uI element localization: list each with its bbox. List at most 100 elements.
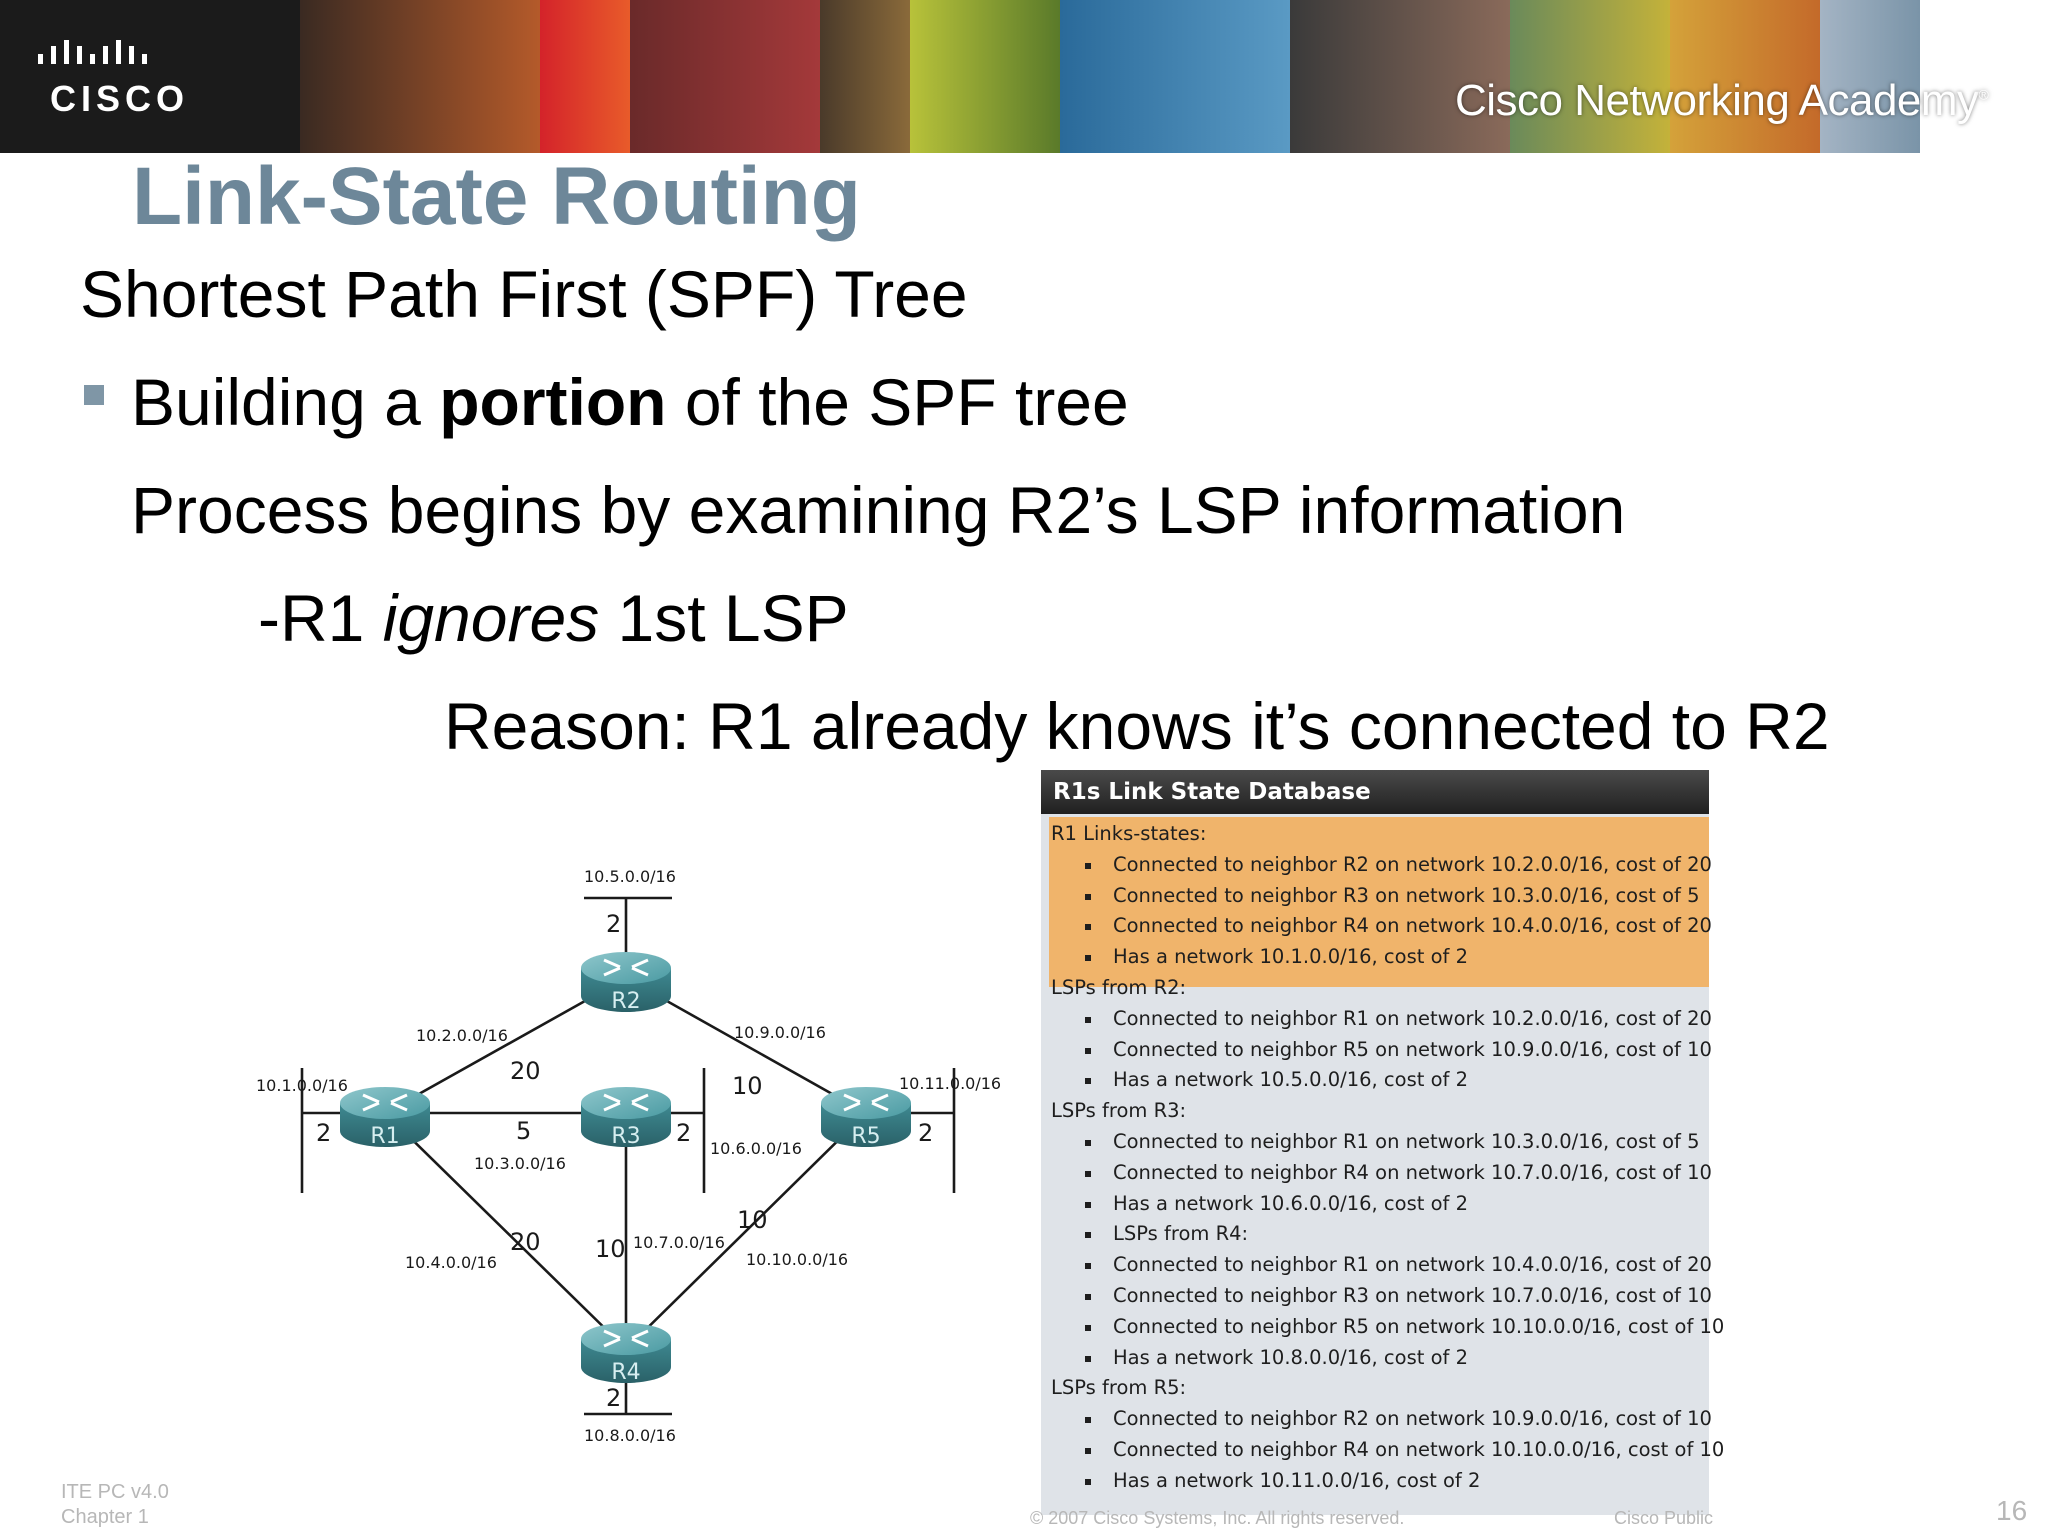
body-line-ignore: -R1 ignores 1st LSP [258,580,849,656]
network-labels: 10.1.0.0/16 10.2.0.0/16 10.3.0.0/16 10.4… [256,867,1001,1445]
banner-photo-strip [540,0,630,153]
bullet-text-pre: Building a [131,365,440,439]
router-r4: R4 [581,1323,671,1385]
cost-labels: 20 5 20 10 10 10 2 2 2 2 2 [316,910,933,1412]
page-number: 16 [1996,1495,2028,1526]
bullet-dot [1085,1417,1091,1424]
router-top [581,952,671,984]
cost-label: 5 [516,1117,531,1145]
banner-photo-strip [1060,0,1290,153]
router-r1: R1 [340,1087,430,1149]
cisco-logo: CISCO [0,0,300,153]
router-top [340,1087,430,1119]
cost-label: 2 [918,1119,933,1147]
database-entry: Connected to neighbor R4 on network 10.4… [1113,914,1712,938]
database-entry: Connected to neighbor R3 on network 10.3… [1113,883,1700,907]
router-arrows-icon [603,1093,649,1112]
bullet-dot [1085,1448,1091,1454]
database-entry: Connected to neighbor R5 on network 10.9… [1113,1037,1712,1061]
network-label: 10.2.0.0/16 [416,1026,508,1045]
router-arrows-icon [362,1093,408,1112]
database-entry: Connected to neighbor R5 on network 10.1… [1113,1314,1725,1338]
bullet-dot [1085,1263,1091,1270]
database-entry: Connected to neighbor R4 on network 10.1… [1113,1438,1725,1461]
bullet-dot [1085,924,1091,931]
footer-chapter: Chapter 1 [61,1506,149,1528]
cost-label: 20 [510,1057,541,1085]
database-entry: Has a network 10.5.0.0/16, cost of 2 [1113,1068,1468,1092]
r1-links-highlight [1049,817,1709,987]
bullet-dot [1085,1201,1091,1208]
bullet-dot [1085,862,1091,869]
bullet-dot [1085,1324,1091,1331]
router-label: R4 [611,1360,640,1385]
router-r3: R3 [581,1087,671,1149]
ignore-pre: -R1 [258,581,383,655]
network-label: 10.11.0.0/16 [899,1074,1001,1093]
network-label: 10.5.0.0/16 [584,867,676,886]
bullet-text-bold: portion [439,365,667,439]
database-entry: Has a network 10.8.0.0/16, cost of 2 [1113,1345,1468,1369]
database-entry: Connected to neighbor R1 on network 10.3… [1113,1130,1700,1153]
cost-label: 10 [595,1235,626,1263]
footer-course: ITE PC v4.0 [61,1481,169,1503]
footer-copyright: © 2007 Cisco Systems, Inc. All rights re… [1030,1508,1405,1528]
cisco-bars-icon [38,40,147,64]
database-entry: Connected to neighbor R2 on network 10.9… [1113,1407,1712,1431]
banner-photo-strip [820,0,910,153]
database-entry: Connected to neighbor R4 on network 10.7… [1113,1160,1712,1184]
database-entry: Has a network 10.6.0.0/16, cost of 2 [1113,1191,1468,1215]
banner-photo-strip [1670,0,1820,153]
bullet-marker [84,385,104,405]
link-state-database: R1s Link State Database R1 Links-states:… [1041,770,1724,1515]
database-entry: LSPs from R4: [1113,1222,1249,1246]
bullet-dot [1085,1294,1091,1300]
router-top [581,1323,671,1355]
slide-subtitle: Shortest Path First (SPF) Tree [80,257,968,331]
router-r2: R2 [581,952,671,1014]
database-section-heading: LSPs from R2: [1051,976,1187,999]
link-r4-r5 [625,1112,867,1350]
router-label: R5 [851,1124,880,1149]
router-top [821,1087,911,1119]
network-label: 10.4.0.0/16 [405,1253,497,1272]
cost-label: 2 [676,1119,691,1147]
network-label: 10.8.0.0/16 [584,1426,676,1445]
database-section-heading: LSPs from R3: [1051,1099,1187,1123]
banner-photo-strip [910,0,1060,153]
ignore-italic: ignores [382,581,600,655]
database-entry: Connected to neighbor R3 on network 10.7… [1113,1284,1712,1307]
network-label: 10.7.0.0/16 [633,1233,725,1252]
router-arrows-icon [843,1093,889,1112]
network-label: 10.6.0.0/16 [710,1139,802,1158]
registered-mark: ® [1978,86,1989,103]
reason-line: Reason: R1 already knows it’s connected … [444,689,1830,763]
network-label: 10.1.0.0/16 [256,1076,348,1095]
banner-photo-strip [1290,0,1510,153]
router-r5: R5 [821,1087,911,1149]
bullet-dot [1085,1140,1091,1146]
bullet-dot [1085,1016,1091,1023]
bullet-dot [1085,1478,1091,1485]
cost-label: 10 [732,1072,763,1100]
cisco-logo-text: CISCO [50,78,190,119]
banner-photo-strip [1820,0,1920,153]
banner-photo-strip [630,0,820,153]
database-section-heading: R1 Links-states: [1051,822,1207,845]
ignore-post: 1st LSP [599,581,849,655]
footer-classification: Cisco Public [1614,1508,1714,1528]
header-banner: CISCO Cisco Networking Academy® [0,0,2048,153]
cost-label: 2 [606,1384,621,1412]
slide-title: Link-State Routing [132,151,861,242]
cost-label: 10 [737,1206,768,1234]
bullet-dot [1085,1355,1091,1362]
banner-photo-strip [300,0,540,153]
academy-brand: Cisco Networking Academy® [1455,76,1989,126]
bullet-dot [1085,1170,1091,1177]
router-label: R3 [611,1124,640,1149]
cost-label: 2 [606,910,621,938]
bullet-dot [1085,1047,1091,1054]
database-entry: Connected to neighbor R1 on network 10.2… [1113,1006,1712,1030]
database-entry: Has a network 10.1.0.0/16, cost of 2 [1113,945,1468,969]
